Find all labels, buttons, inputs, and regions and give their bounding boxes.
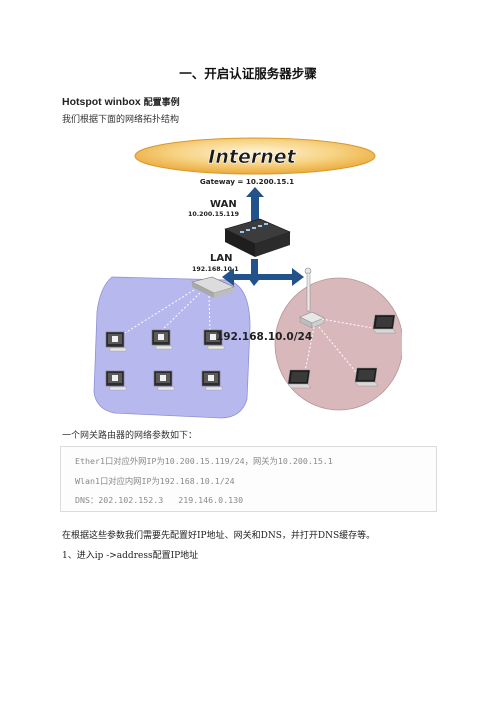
wired-links — [124, 289, 211, 334]
gateway-router — [224, 218, 291, 257]
wireless-lan-zone — [274, 277, 402, 411]
intro-paragraph: 我们根据下面的网络拓扑结构 — [62, 115, 180, 125]
lan-ip-label: 192.168.10.1 — [192, 266, 239, 273]
desktop-pc-group — [105, 329, 225, 391]
lan-link-arrow — [222, 268, 304, 286]
subtitle-chinese: 配置事例 — [143, 98, 180, 108]
internet-label: Internet — [208, 146, 296, 168]
lan-label: LAN — [210, 253, 232, 264]
params-intro: 一个网关路由器的网络参数如下： — [62, 431, 198, 441]
uplink-arrow — [246, 187, 264, 228]
wan-label: WAN — [210, 199, 237, 210]
wireless-access-point — [299, 267, 325, 329]
section-subtitle: Hotspot winbox 配置事例 — [62, 95, 180, 108]
laptop-group — [287, 314, 397, 389]
subtitle-english: Hotspot winbox — [62, 96, 144, 108]
step-1-paragraph: 1、进入ip ->address配置IP地址 — [62, 551, 199, 561]
lan-switch — [191, 276, 235, 298]
wan-ip-label: 10.200.15.119 — [188, 211, 239, 218]
code-line-wlan1: Wlan1口对应内网IP为192.168.10.1/24 — [75, 476, 235, 486]
network-params-box: Ether1口对应外网IP为10.200.15.119/24，网关为10.200… — [60, 446, 437, 512]
internet-cloud — [134, 137, 376, 175]
code-line-ether1: Ether1口对应外网IP为10.200.15.119/24，网关为10.200… — [75, 456, 333, 466]
page-title: 一、开启认证服务器步骤 — [179, 66, 317, 81]
config-paragraph: 在根据这些参数我们需要先配置好IP地址、网关和DNS，并打开DNS缓存等。 — [62, 531, 376, 541]
wireless-links — [303, 318, 379, 378]
lan-down-arrow — [246, 259, 263, 286]
network-topology-diagram: Internet Gateway = 10.200.15.1 WAN 10.20… — [93, 137, 402, 419]
subnet-label: 192.168.10.0/24 — [216, 331, 312, 343]
gateway-label: Gateway = 10.200.15.1 — [200, 177, 294, 186]
code-line-dns: DNS：202.102.152.3 219.146.0.130 — [75, 495, 244, 505]
